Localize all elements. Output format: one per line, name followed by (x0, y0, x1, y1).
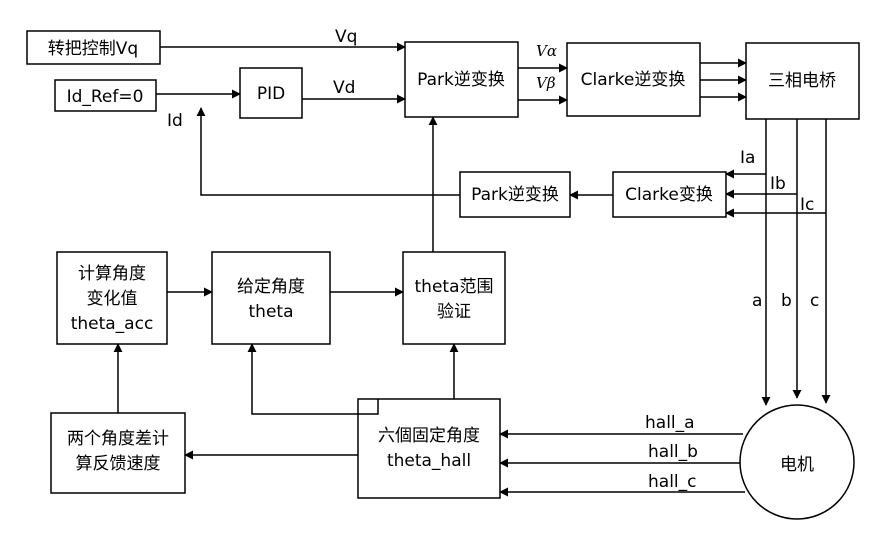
park-feedback-label: Park逆变换 (471, 185, 559, 205)
park-feedback-box: Park逆变换 (459, 171, 571, 218)
ic-label: Ic (800, 195, 814, 215)
theta-check-line2: 验证 (437, 302, 471, 322)
id-ref-box: Id_Ref=0 (54, 79, 157, 112)
hall-c-label: hall_c (648, 472, 697, 492)
calc-angle-line2: 变化值 (87, 289, 138, 309)
motor-circle: 电机 (739, 404, 855, 520)
ib-label: Ib (770, 174, 786, 194)
id-feedback-arrow (196, 107, 460, 196)
phase-b-label: b (781, 291, 792, 311)
throttle-label: 转把控制Vq (48, 39, 138, 59)
hall-b-label: hall_b (648, 442, 698, 462)
calc-angle-line1: 计算角度 (78, 264, 146, 284)
clarke-inverse-box: Clarke逆变换 (566, 42, 701, 117)
calc-angle-box: 计算角度 变化值 theta_acc (56, 251, 168, 345)
hall-a-label: hall_a (645, 413, 695, 433)
phase-a-label: a (752, 291, 762, 311)
three-phase-bridge-box: 三相电桥 (745, 42, 860, 120)
given-angle-box: 给定角度 theta (211, 251, 331, 345)
ia-label: Ia (740, 148, 755, 168)
six-angles-line2: theta_hall (387, 451, 471, 471)
diff-speed-line1: 两个角度差计 (67, 429, 169, 449)
given-angle-line1: 给定角度 (237, 277, 305, 297)
theta-check-box: theta范围 验证 (402, 251, 506, 345)
motor-label: 电机 (780, 455, 814, 475)
valpha-label: Vα (536, 42, 557, 60)
six-angles-line1: 六個固定角度 (378, 426, 480, 446)
vbeta-label: Vβ (536, 74, 556, 92)
six-angles-box: 六個固定角度 theta_hall (357, 398, 501, 499)
phase-c-label: c (810, 291, 819, 311)
clarke-label: Clarke变换 (625, 185, 713, 205)
vd-label: Vd (333, 78, 355, 98)
id-ref-label: Id_Ref=0 (67, 87, 144, 107)
clarke-box: Clarke变换 (612, 171, 727, 218)
diff-speed-box: 两个角度差计 算反馈速度 (50, 412, 186, 494)
given-angle-line2: theta (249, 302, 294, 322)
calc-angle-line3: theta_acc (71, 314, 154, 334)
throttle-box: 转把控制Vq (26, 30, 161, 65)
pid-label: PID (257, 84, 285, 104)
six-to-given-arrow (247, 343, 379, 415)
id-label: Id (167, 111, 183, 131)
park-inverse-box: Park逆变换 (404, 41, 519, 118)
vq-label: Vq (335, 27, 357, 47)
theta-check-line1: theta范围 (415, 277, 494, 297)
three-phase-bridge-label: 三相电桥 (768, 71, 836, 91)
park-inverse-label: Park逆变换 (417, 70, 505, 90)
diff-speed-line2: 算反馈速度 (76, 454, 161, 474)
clarke-inverse-label: Clarke逆变换 (581, 70, 686, 90)
pid-box: PID (239, 67, 303, 119)
